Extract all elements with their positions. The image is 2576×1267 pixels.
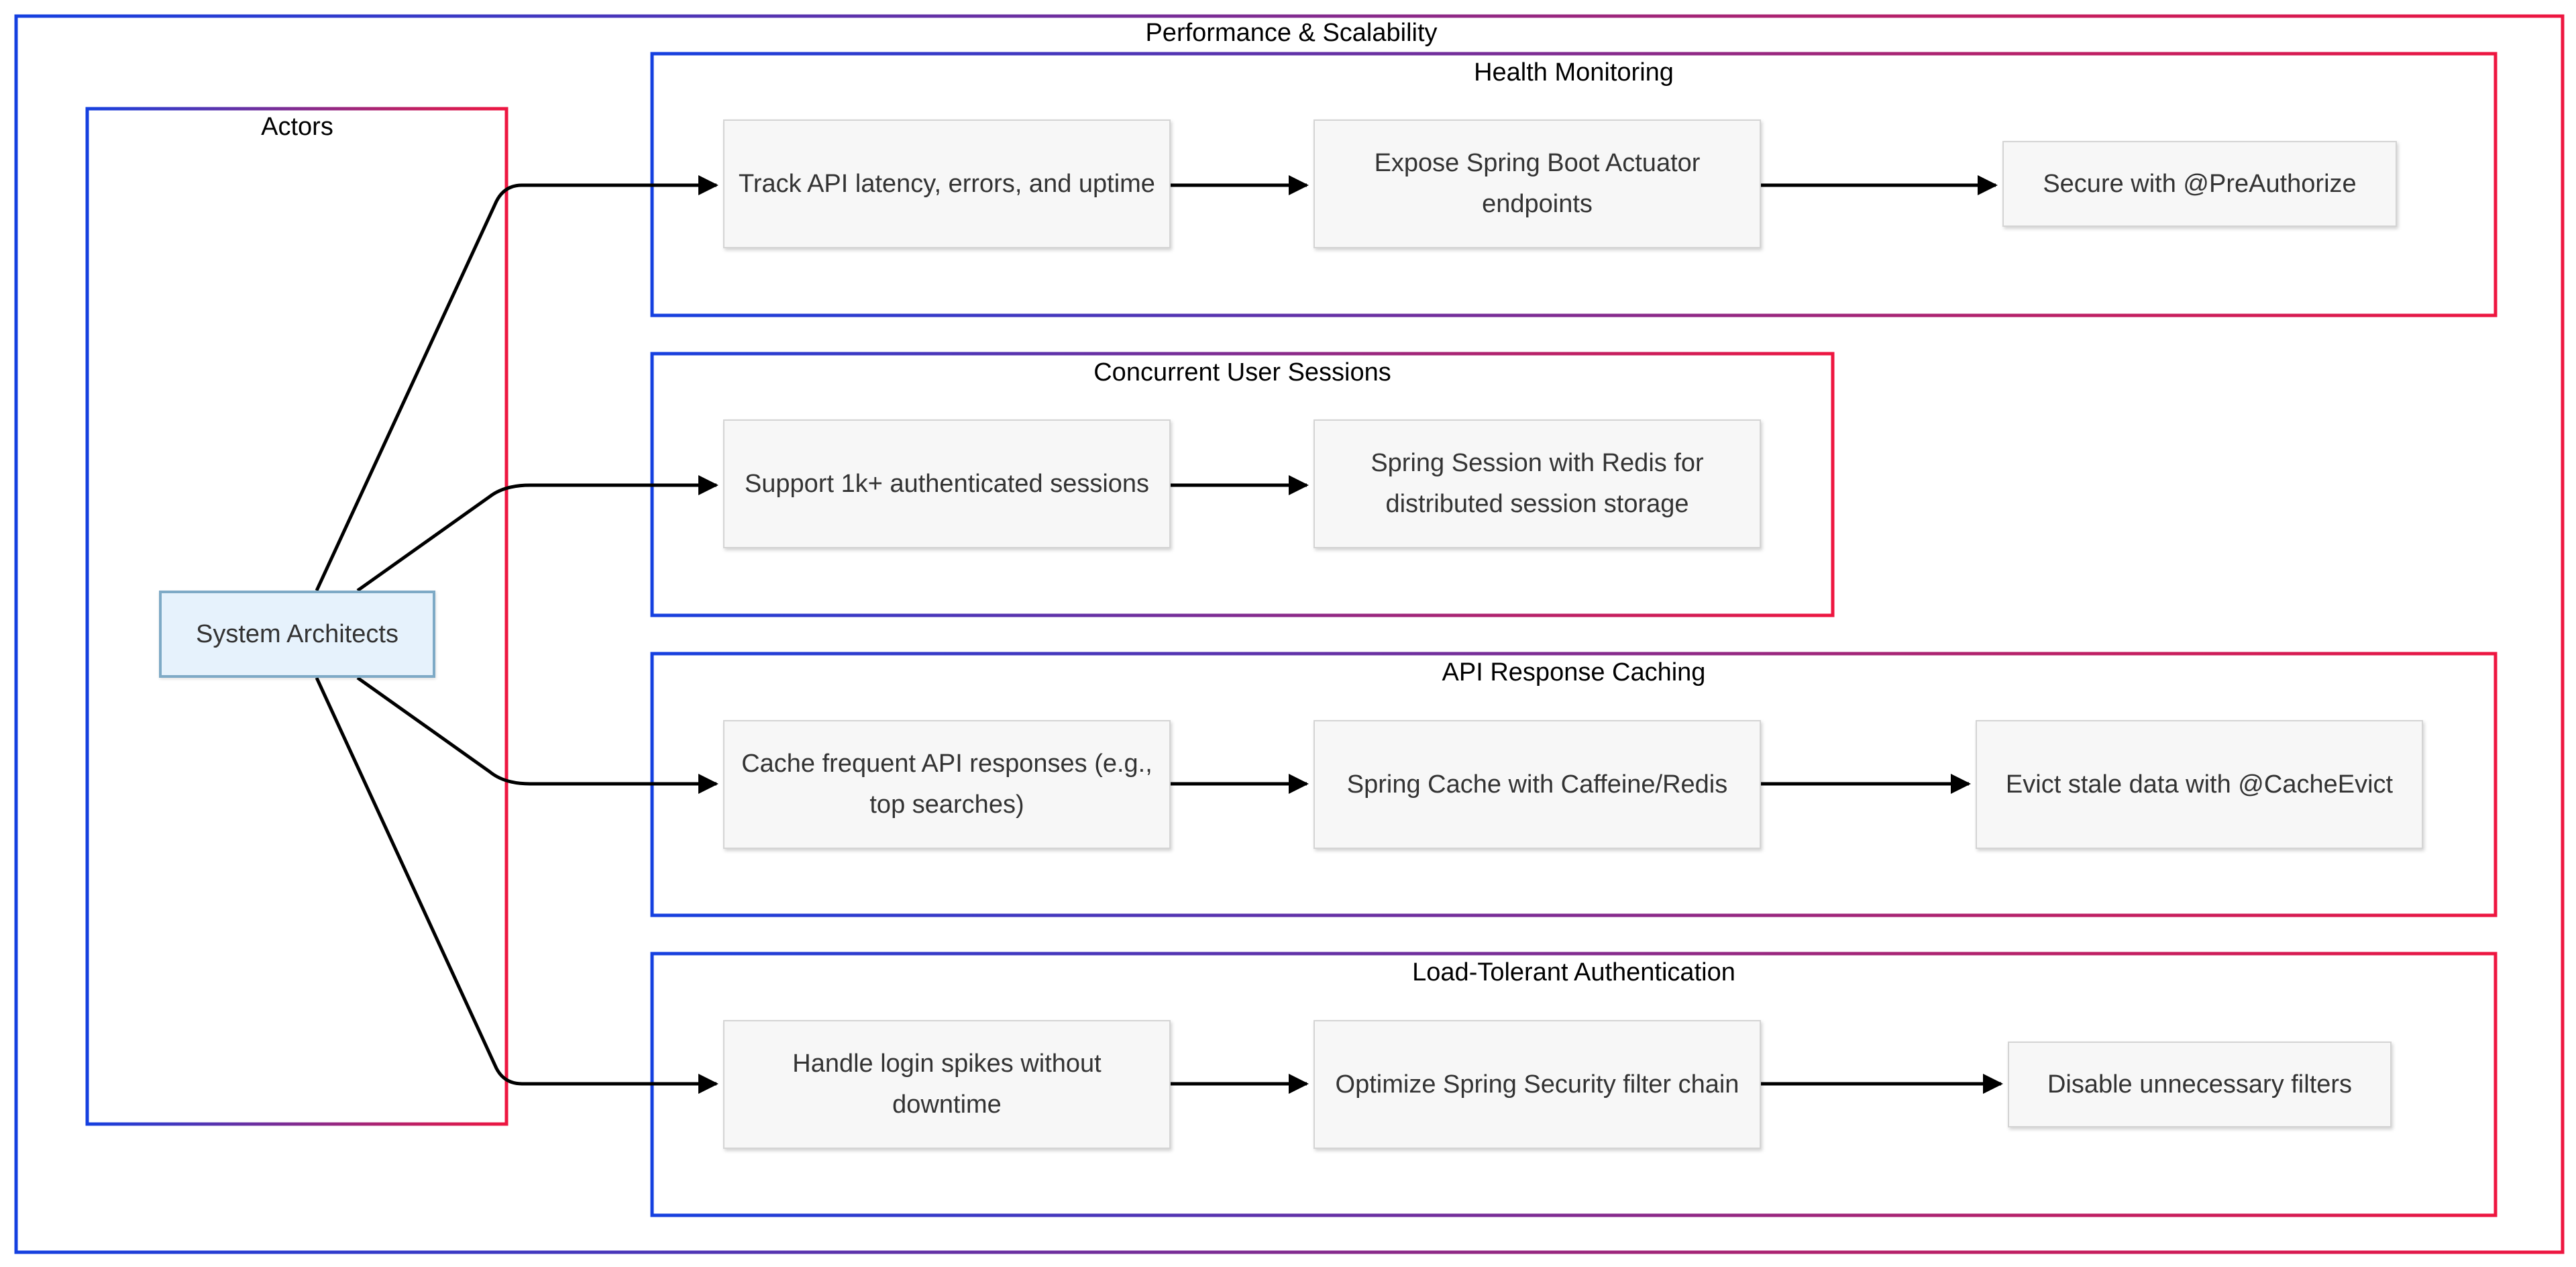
cluster-actors-border <box>85 107 508 1126</box>
cluster-sessions-title: Concurrent User Sessions <box>1093 358 1391 387</box>
node-track-api-latency: Track API latency, errors, and uptime <box>723 119 1171 248</box>
edge-layer <box>315 175 2003 1094</box>
cluster-health-title: Health Monitoring <box>1474 58 1674 87</box>
node-disable-filters: Disable unnecessary filters <box>2008 1042 2392 1127</box>
node-optimize-filter-chain: Optimize Spring Security filter chain <box>1313 1020 1761 1149</box>
cluster-caching-title: API Response Caching <box>1442 658 1706 687</box>
node-expose-actuator: Expose Spring Boot Actuator endpoints <box>1313 119 1761 248</box>
cluster-auth-title: Load-Tolerant Authentication <box>1412 958 1735 986</box>
cluster-actors-title: Actors <box>261 113 333 141</box>
node-spring-cache: Spring Cache with Caffeine/Redis <box>1313 720 1761 849</box>
node-evict-stale-data: Evict stale data with @CacheEvict <box>1976 720 2423 849</box>
diagram-title: Performance & Scalability <box>1145 19 1438 47</box>
cluster-outer-border <box>14 14 2565 1254</box>
edge-arrow <box>315 676 718 1094</box>
edge-arrow <box>356 676 718 794</box>
node-handle-login-spikes: Handle login spikes without downtime <box>723 1020 1171 1149</box>
node-secure-preauthorize: Secure with @PreAuthorize <box>2002 141 2397 227</box>
edge-arrow <box>356 475 718 593</box>
node-spring-session-redis: Spring Session with Redis for distribute… <box>1313 419 1761 548</box>
node-system-architects: System Architects <box>159 591 435 678</box>
node-support-sessions: Support 1k+ authenticated sessions <box>723 419 1171 548</box>
node-cache-api-responses: Cache frequent API responses (e.g., top … <box>723 720 1171 849</box>
edge-arrow <box>315 175 718 592</box>
